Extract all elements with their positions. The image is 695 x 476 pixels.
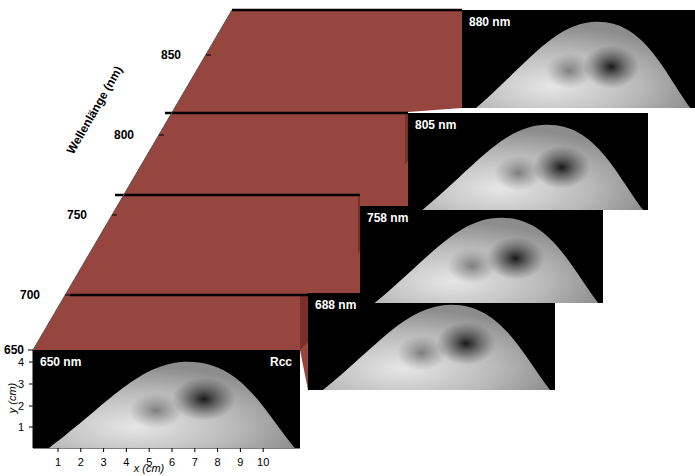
tick-label: 9 — [237, 456, 243, 468]
slab-edge — [232, 9, 462, 12]
view-label: Rcc — [270, 355, 292, 369]
tick-label: 6 — [169, 456, 175, 468]
breast-outline — [49, 362, 295, 448]
tick-label: 10 — [257, 456, 269, 468]
tick-label: 1 — [55, 456, 61, 468]
wavelength-label: 688 nm — [315, 298, 356, 312]
absorption-spot — [546, 53, 593, 88]
slab-edge — [115, 194, 360, 197]
axis-tick — [112, 215, 117, 216]
absorption-spot — [447, 249, 496, 284]
axis-tick — [240, 448, 241, 452]
tick-label: 650 — [4, 343, 24, 357]
axis-tick — [194, 448, 195, 452]
image-panel: 880 nm — [462, 10, 695, 108]
wavelength-label: 805 nm — [415, 118, 456, 132]
tick-label: 2 — [18, 400, 24, 412]
tick-label: 8 — [215, 456, 221, 468]
tick-label: 1 — [18, 421, 24, 433]
axis-tick — [126, 448, 127, 452]
tick-label: 700 — [20, 288, 40, 302]
tick-label: 4 — [18, 356, 24, 368]
tick-label: 850 — [161, 48, 181, 62]
absorption-spot — [486, 237, 544, 280]
breast-outline — [375, 218, 599, 303]
breast-outline — [422, 125, 643, 210]
image-panel: 805 nm — [408, 113, 648, 210]
axis-title: y (cm) — [6, 383, 18, 414]
slab-side — [300, 293, 308, 350]
image-panel: 758 nm — [360, 206, 603, 303]
wavelength-label: 650 nm — [40, 355, 81, 369]
absorption-spot — [436, 322, 495, 365]
axis-tick — [80, 448, 81, 452]
axis-tick — [65, 295, 70, 296]
absorption-spot — [129, 393, 182, 428]
tick-label: 7 — [192, 456, 198, 468]
axis-title: Wellenlänge (nm) — [64, 64, 126, 157]
tick-label: 750 — [67, 208, 87, 222]
tick-label: 4 — [123, 456, 129, 468]
axis-tick — [149, 448, 150, 452]
tick-label: 5 — [146, 456, 152, 468]
breast-outline — [323, 305, 550, 390]
tick-label: 800 — [114, 128, 134, 142]
slab-edge — [70, 294, 308, 297]
axis-tick — [263, 448, 264, 452]
absorption-spot — [533, 146, 591, 189]
image-panel: 688 nm — [308, 293, 555, 390]
tick-label: 2 — [78, 456, 84, 468]
absorption-spot — [397, 336, 446, 371]
axis-tick — [206, 55, 211, 56]
wavelength-axis — [33, 10, 232, 350]
axis-tick — [217, 448, 218, 452]
axis-tick — [103, 448, 104, 452]
absorption-spot — [494, 156, 542, 191]
tick-label: 3 — [18, 378, 24, 390]
slab-edge — [165, 112, 408, 115]
axis-tick — [58, 448, 59, 452]
wavelength-label: 758 nm — [367, 211, 408, 225]
wavelength-label: 880 nm — [469, 15, 510, 29]
breast-outline — [476, 22, 690, 108]
axis-tick — [159, 135, 164, 136]
tick-label: 3 — [101, 456, 107, 468]
image-panel: 650 nm Rcc — [33, 350, 300, 448]
axis-tick — [172, 448, 173, 452]
